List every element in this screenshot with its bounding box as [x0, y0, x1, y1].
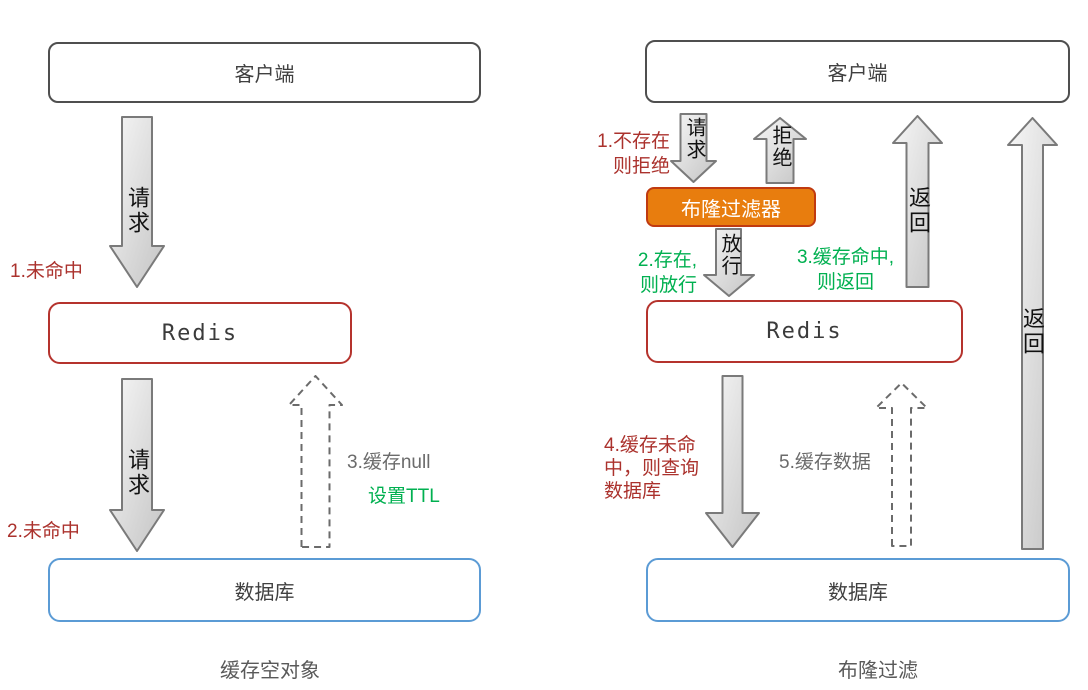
left-cache-null-dashed-arrow [288, 375, 343, 548]
left-redis-label: Redis [161, 320, 239, 346]
right-database-label: 数据库 [828, 581, 888, 604]
left-set-ttl-label: 设置TTL [368, 486, 440, 507]
right-return-arrow-db [1007, 117, 1058, 550]
right-cache-data-dashed-arrow [875, 382, 928, 547]
left-database-box: 数据库 [48, 558, 481, 622]
right-caption: 布隆过滤 [838, 660, 918, 682]
right-bloom-filter-label: 布隆过滤器 [681, 198, 781, 221]
left-request-arrow-1-label: 请求 [125, 186, 150, 236]
left-client-label: 客户端 [234, 64, 295, 86]
right-step1-label: 1.不存在则拒绝 [597, 131, 670, 177]
right-redis-box: Redis [646, 300, 963, 363]
right-return-arrow-db-label: 返回 [1020, 307, 1045, 357]
left-request-arrow-1 [109, 116, 165, 288]
left-request-arrow-2-label: 请求 [125, 448, 150, 498]
right-reject-arrow-label: 拒绝 [769, 125, 791, 169]
left-database-label: 数据库 [234, 581, 295, 604]
right-request-arrow-label: 请求 [683, 117, 705, 161]
left-step3-label: 3.缓存null [347, 452, 431, 473]
right-step2-label: 2.存在,则放行 [637, 250, 697, 296]
right-pass-arrow-label: 放行 [718, 233, 740, 277]
right-step3-label: 3.缓存命中,则返回 [796, 247, 895, 293]
left-step2-label: 2.未命中 [7, 521, 80, 542]
left-request-arrow-2 [109, 378, 165, 552]
left-caption: 缓存空对象 [220, 660, 320, 682]
right-query-db-arrow [705, 375, 760, 548]
left-client-box: 客户端 [48, 42, 481, 103]
right-reject-arrow [753, 117, 807, 184]
right-return-arrow-redis-label: 返回 [906, 186, 931, 236]
right-step4-label: 4.缓存未命中，则查询数据库 [604, 435, 700, 502]
right-client-box: 客户端 [645, 40, 1070, 103]
right-client-label: 客户端 [827, 63, 888, 85]
left-step1-label: 1.未命中 [10, 261, 83, 282]
right-bloom-filter-box: 布隆过滤器 [646, 187, 816, 227]
left-redis-box: Redis [48, 302, 352, 364]
right-return-arrow-redis [892, 115, 943, 288]
right-request-arrow [670, 113, 717, 183]
right-database-box: 数据库 [646, 558, 1070, 622]
right-step5-label: 5.缓存数据 [779, 452, 871, 473]
right-pass-arrow [703, 228, 755, 297]
right-redis-label: Redis [766, 319, 843, 344]
